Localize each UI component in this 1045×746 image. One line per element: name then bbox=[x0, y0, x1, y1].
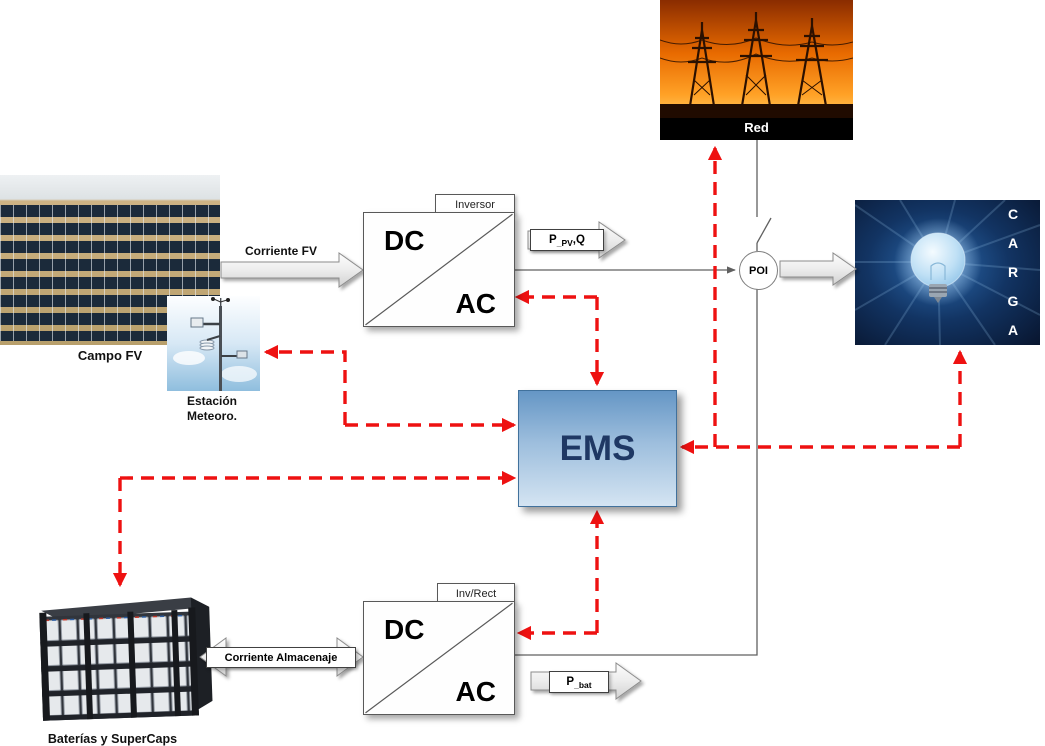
light-bulb-illustration bbox=[855, 200, 1040, 345]
invrect-tab: Inv/Rect bbox=[437, 583, 515, 604]
transmission-towers-illustration bbox=[660, 0, 853, 140]
carga-letter: A bbox=[1007, 235, 1019, 251]
red-grid-image bbox=[660, 0, 853, 140]
corriente-almacenaje-label: Corriente Almacenaje bbox=[206, 647, 356, 668]
p-pv-label: P_PV,Q bbox=[530, 229, 604, 251]
battery-rack-illustration bbox=[39, 597, 213, 721]
corriente-fv-label: Corriente FV bbox=[244, 244, 317, 258]
estacion-label-line1: Estación bbox=[186, 394, 237, 408]
weather-station-illustration bbox=[167, 296, 260, 391]
carga-letter: R bbox=[1007, 264, 1019, 280]
carga-label: C A R G A bbox=[1000, 206, 1026, 338]
estacion-label-line2: Meteoro. bbox=[186, 409, 237, 423]
poi-to-carga-arrow bbox=[779, 252, 857, 286]
carga-letter: C bbox=[1007, 206, 1019, 222]
ac-label: AC bbox=[455, 676, 496, 707]
dc-ac-diagonal bbox=[364, 602, 514, 714]
p-bat-label: P_bat bbox=[549, 671, 609, 693]
p-bat-sub: _bat bbox=[574, 680, 592, 690]
p-bat-main: P bbox=[566, 676, 575, 688]
estacion-label: Estación Meteoro. bbox=[157, 394, 267, 424]
p-pv-main: P bbox=[549, 234, 557, 246]
weather-station-image bbox=[167, 296, 260, 391]
carga-letter: A bbox=[1007, 322, 1019, 338]
p-pv-rest: ,Q bbox=[572, 234, 585, 246]
battery-rack-image bbox=[25, 590, 220, 732]
ems-box: EMS bbox=[518, 390, 677, 507]
baterias-label: Baterías y SuperCaps bbox=[47, 732, 178, 746]
signal-to-weather-station bbox=[263, 344, 347, 425]
rectifier-box: DC AC bbox=[363, 601, 515, 715]
campo-fv-image bbox=[0, 175, 220, 345]
ac-label: AC bbox=[455, 288, 496, 319]
inverter-tab: Inversor bbox=[435, 194, 515, 215]
campo-fv-label: Campo FV bbox=[77, 348, 143, 363]
p-pv-sub: _PV bbox=[556, 238, 573, 248]
dc-label: DC bbox=[384, 614, 425, 645]
poi-node: POI bbox=[739, 251, 778, 290]
inverter-box: DC AC bbox=[363, 212, 515, 327]
carga-letter: G bbox=[1007, 293, 1019, 309]
dc-label: DC bbox=[384, 225, 425, 256]
dc-ac-diagonal bbox=[364, 213, 514, 326]
carga-image bbox=[855, 200, 1040, 345]
red-label: Red bbox=[744, 120, 769, 135]
switch-blade bbox=[756, 217, 772, 244]
